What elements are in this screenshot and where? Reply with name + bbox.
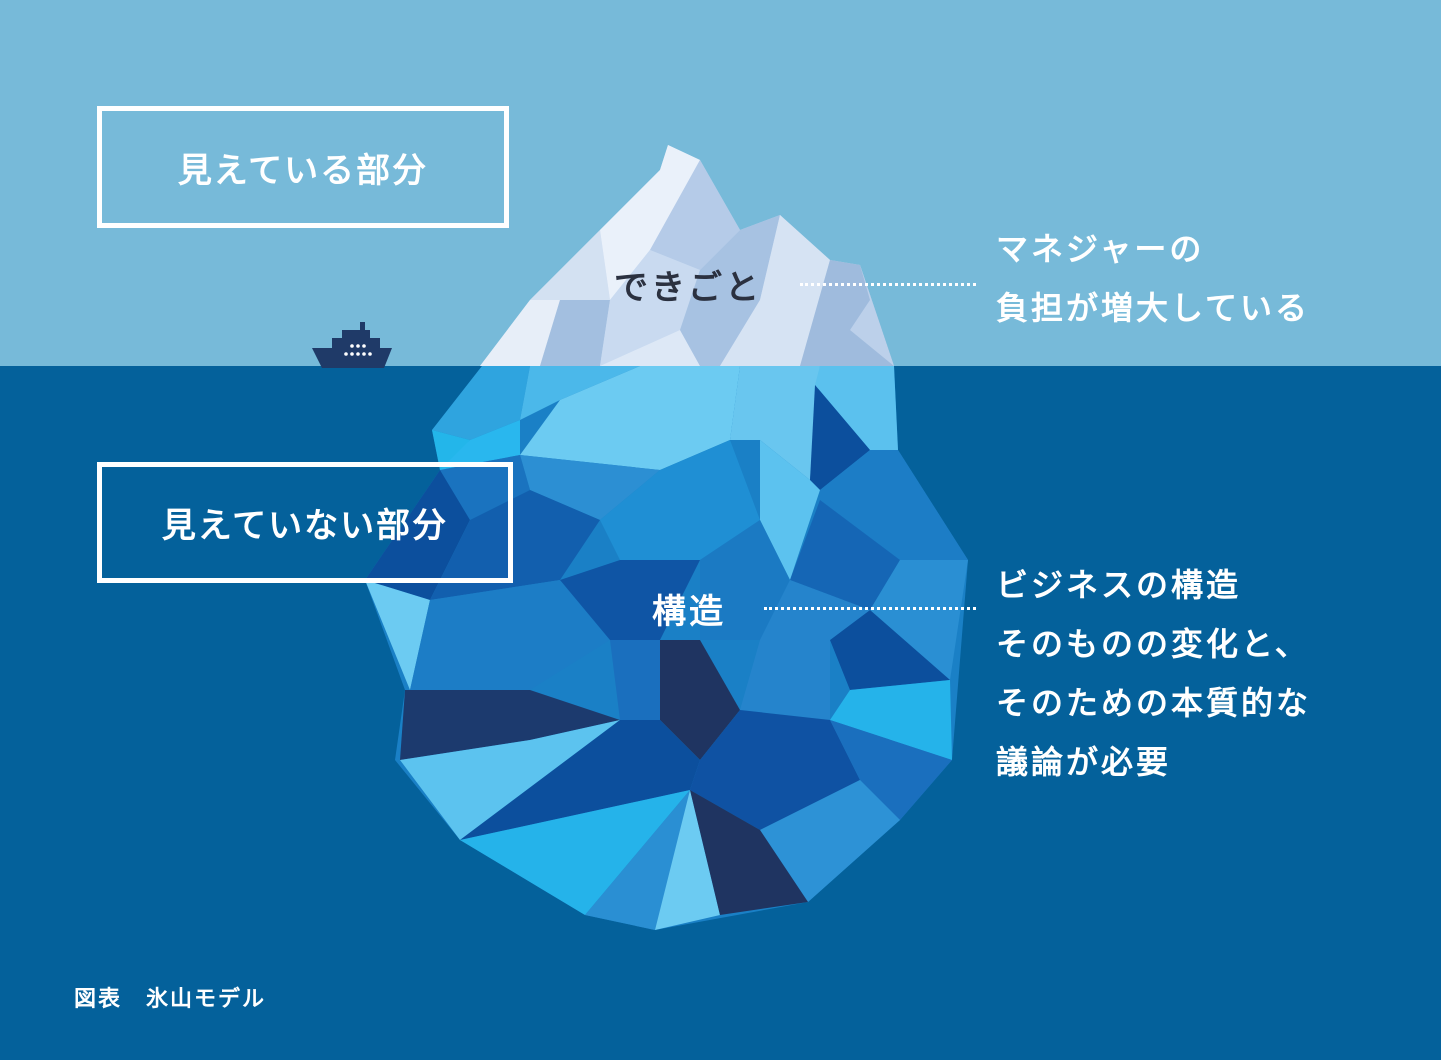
ice-facet (720, 215, 830, 366)
ice-facet (650, 160, 740, 270)
events-note-line: マネジャーの (996, 230, 1205, 268)
structure-note-line: そのものの変化と、 (996, 625, 1310, 663)
ice-facet (870, 560, 968, 680)
events-note: マネジャーの 負担が増大している (996, 220, 1310, 338)
ice-facet (655, 790, 720, 930)
ice-facet (460, 790, 690, 915)
ice-facet (740, 580, 870, 720)
ice-facet (690, 790, 808, 915)
ice-facet (760, 440, 820, 580)
ice-facet (600, 145, 700, 300)
ice-facet (460, 720, 700, 840)
ice-facet (830, 610, 950, 690)
ice-facet (700, 520, 790, 640)
invisible-part-box: 見えていない部分 (97, 462, 513, 583)
ice-facet (540, 300, 610, 366)
ice-facet (410, 580, 610, 690)
ice-facet (480, 300, 560, 366)
ice-facet (400, 720, 620, 840)
ice-facet (600, 440, 760, 560)
ice-facet (815, 366, 898, 450)
visible-part-box: 見えている部分 (97, 106, 509, 228)
events-note-line: 負担が増大している (996, 289, 1311, 327)
ice-facet (790, 500, 900, 610)
ice-facet (400, 690, 620, 760)
ice-facet (850, 265, 894, 366)
ice-facet (440, 420, 520, 470)
ice-facet (610, 640, 660, 720)
events-leader-line (800, 283, 976, 286)
ice-facet (690, 710, 860, 830)
ice-facet (600, 330, 700, 366)
structure-note-line: ビジネスの構造 (996, 566, 1242, 604)
ice-facet (830, 680, 952, 760)
ice-facet (600, 250, 700, 366)
structure-label: 構造 (652, 592, 726, 632)
events-label: できごと (614, 268, 762, 308)
ice-facet (810, 385, 870, 490)
visible-part-label: 見えている部分 (177, 150, 429, 191)
structure-note-line: そのための本質的な (996, 684, 1312, 722)
ice-facet (830, 720, 952, 820)
figure-caption: 図表 氷山モデル (74, 987, 267, 1012)
invisible-part-label: 見えていない部分 (161, 506, 449, 546)
structure-leader-line (764, 607, 976, 610)
structure-note-line: 議論が必要 (996, 743, 1172, 781)
ice-facet (440, 455, 530, 520)
structure-note: ビジネスの構造 そのものの変化と、 そのための本質的な 議論が必要 (996, 556, 1311, 792)
ice-facet (520, 366, 640, 420)
ice-facet (520, 366, 740, 470)
ice-facet (430, 490, 600, 600)
ice-facet (520, 455, 660, 520)
ship-icon (312, 322, 392, 368)
ice-facet (365, 580, 430, 690)
ice-facet (432, 366, 530, 440)
ice-facet (760, 780, 900, 902)
ice-facet (560, 560, 700, 640)
ice-facet (530, 230, 610, 300)
ice-facet (820, 450, 968, 560)
ice-facet (432, 430, 470, 470)
ice-facet (680, 215, 780, 366)
ice-facet (660, 640, 740, 760)
ice-facet (730, 366, 820, 480)
ice-facet (365, 470, 470, 600)
